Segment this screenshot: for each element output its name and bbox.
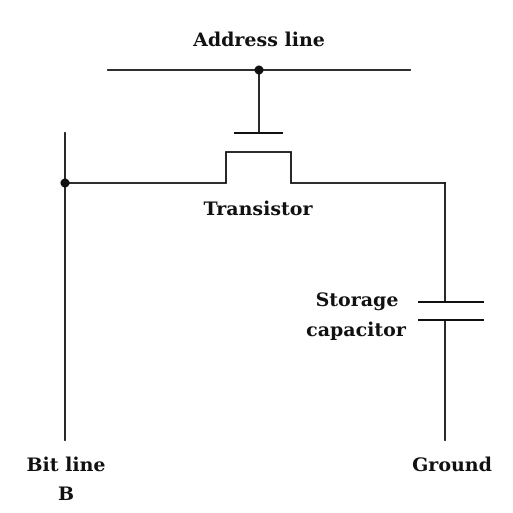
ground-label: Ground — [412, 454, 492, 476]
bit-line-label-line1: Bit line — [26, 454, 105, 476]
bit-line-label-line2: B — [58, 483, 74, 505]
address-line-label: Address line — [192, 29, 325, 51]
transistor-channel — [64, 151, 446, 184]
storage-capacitor-label-line1: Storage — [316, 289, 399, 311]
bit-line-junction — [60, 178, 70, 188]
storage-capacitor-label-line2: capacitor — [306, 319, 407, 341]
transistor-label: Transistor — [204, 198, 314, 220]
